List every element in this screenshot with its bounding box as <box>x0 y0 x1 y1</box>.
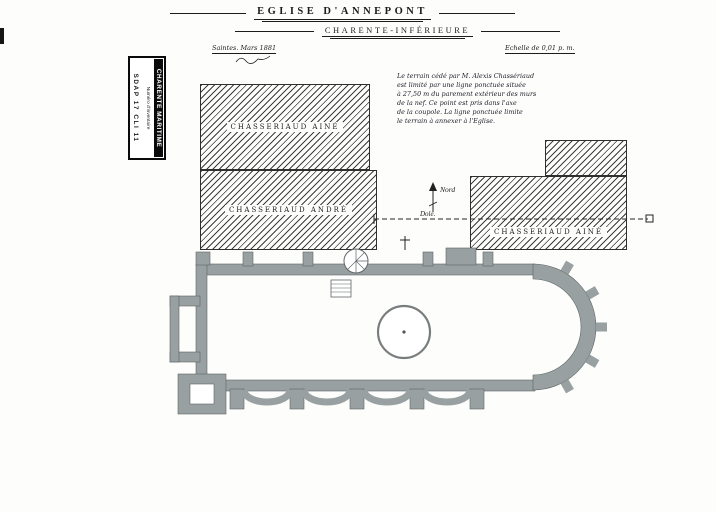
parcel-label: Chasseriaud Ainé <box>490 227 607 237</box>
header-subtitle-row: CHARENTE-INFÉRIEURE <box>235 25 560 39</box>
annotation-line: Le terrain cédé par M. Alexis Chassériau… <box>397 72 535 80</box>
parcel-label: Chasseriaud Ainé <box>226 122 344 132</box>
road-label: Dole. <box>419 210 436 218</box>
header-title-row: EGLISE D'ANNEPONT <box>170 6 515 22</box>
page-subtitle: CHARENTE-INFÉRIEURE <box>321 25 474 39</box>
parcel-right-upper <box>545 140 627 176</box>
annotation-line: est limité par une ligne ponctuée située <box>397 81 526 89</box>
dome-circle <box>376 304 432 360</box>
apse-buttresses <box>560 260 607 394</box>
annotation-line: à 27,50 m du parement extérieur des murs <box>397 90 537 98</box>
page-title: EGLISE D'ANNEPONT <box>254 6 431 22</box>
scan-artifact <box>0 28 4 44</box>
north-label: Nord <box>439 185 455 194</box>
spiral-staircase <box>343 248 369 274</box>
parcel-label: Chasseriaud André <box>224 205 353 215</box>
subtitle-rule-left <box>235 30 314 32</box>
boundary-dotted-line <box>373 214 654 224</box>
subtitle-rule-right <box>481 30 560 32</box>
annotation-line: le terrain à annexer à l'Eglise. <box>397 117 496 125</box>
benchmark-cross-icon <box>400 236 410 250</box>
handwritten-annotation: Le terrain cédé par M. Alexis Chassériau… <box>397 72 537 126</box>
north-arrow-icon <box>428 182 438 212</box>
steps <box>330 279 352 298</box>
parcel-right-main: Chasseriaud Ainé <box>470 176 627 250</box>
place-date-note: Saintes. Mars 1881 <box>212 44 277 54</box>
annotation-line: de la nef. Ce point est pris dans l'axe <box>397 99 517 107</box>
scale-note: Echelle de 0,01 p. m. <box>505 44 575 54</box>
title-rule-left <box>170 12 247 14</box>
foundation-arches <box>240 389 474 406</box>
parcel-mid-left: Chasseriaud André <box>200 170 377 250</box>
title-rule-right <box>438 12 515 14</box>
annotation-line: de la coupole. La ligne ponctuée limite <box>397 108 523 116</box>
tower-interior <box>189 383 215 405</box>
signature <box>235 55 271 64</box>
parcel-top-left: Chasseriaud Ainé <box>200 84 370 170</box>
